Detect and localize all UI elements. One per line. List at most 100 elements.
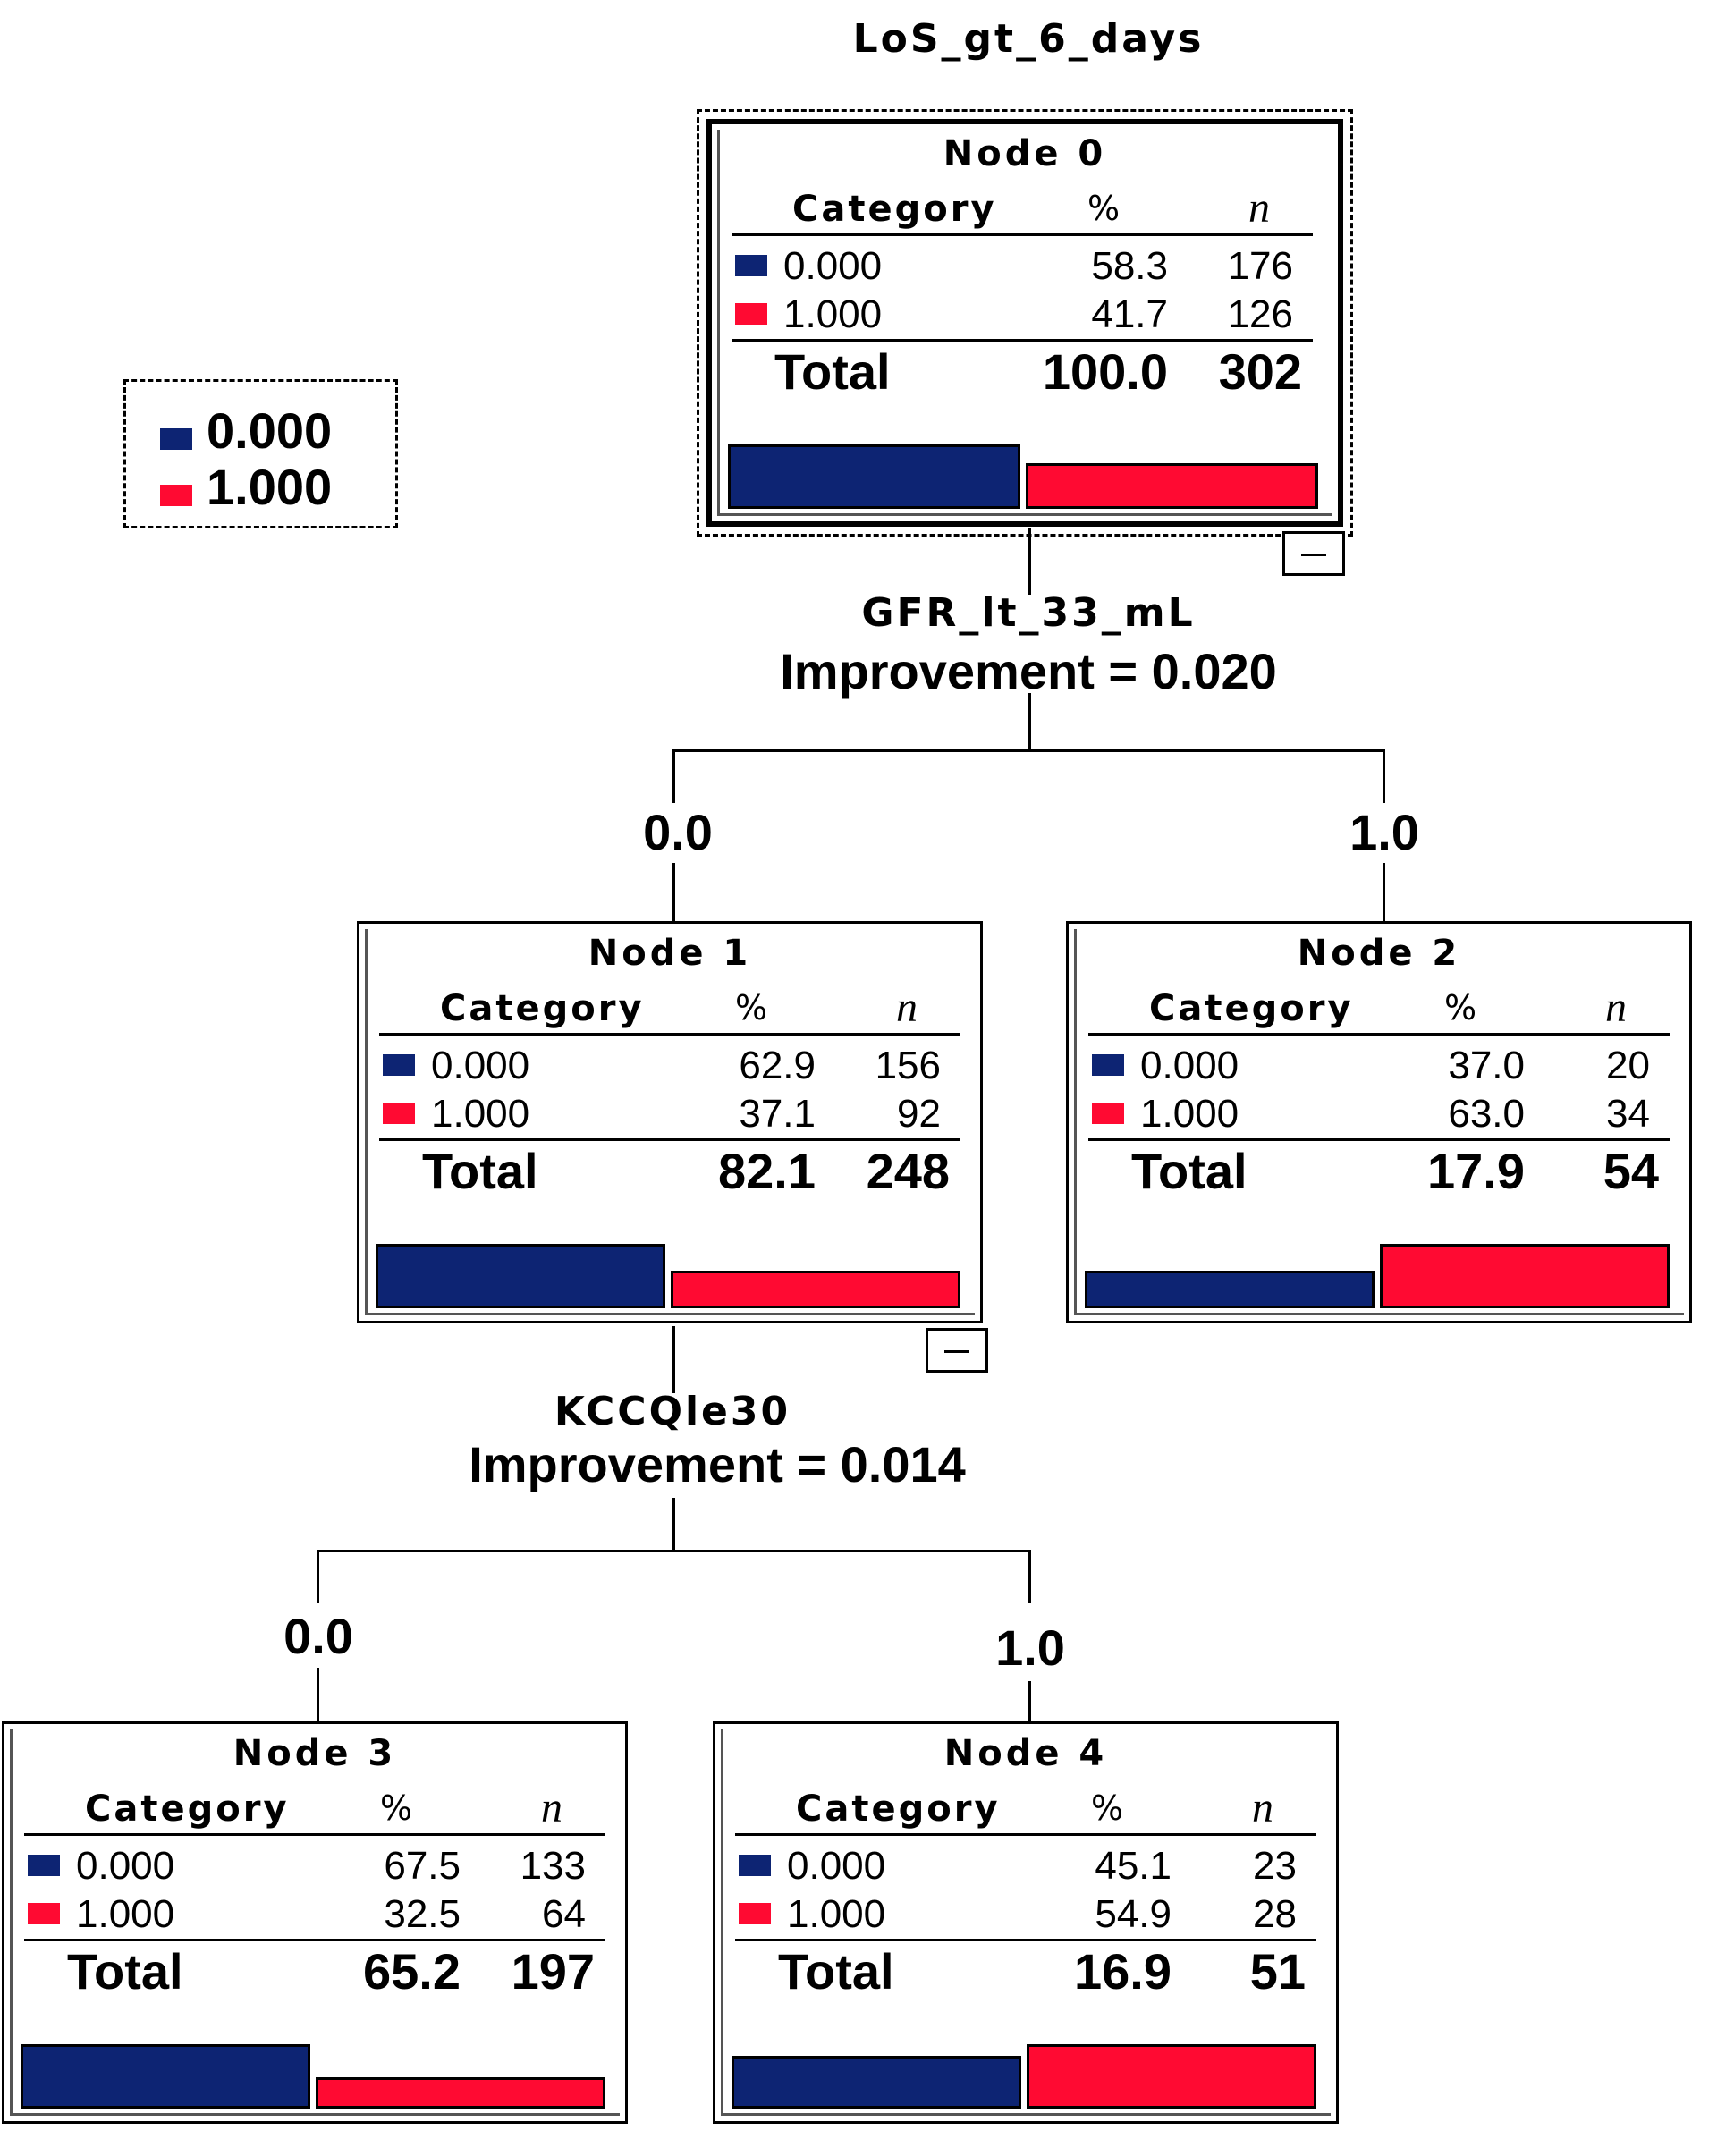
category-label: 1.000	[787, 1892, 886, 1936]
proportion-bar-1	[671, 1271, 960, 1308]
node-title: Node 4	[943, 1733, 1108, 1774]
connector	[1383, 749, 1385, 803]
header-n: n	[1248, 184, 1270, 232]
split-improvement-0: Improvement = 0.020	[780, 643, 1277, 699]
total-rule	[24, 1939, 605, 1941]
category-swatch	[28, 1903, 60, 1924]
category-n: 176	[1227, 244, 1293, 288]
proportion-bar-1	[1027, 2044, 1316, 2109]
legend-swatch-0	[160, 428, 192, 450]
connector	[1383, 863, 1385, 921]
legend-swatch-1	[160, 485, 192, 506]
category-percent: 45.1	[1095, 1844, 1172, 1888]
node-title: Node 2	[1297, 933, 1461, 974]
header-percent: %	[380, 1788, 413, 1828]
connector	[672, 1326, 675, 1393]
total-rule	[379, 1138, 960, 1141]
connector	[317, 1668, 319, 1721]
header-category: Category	[1149, 988, 1354, 1029]
category-swatch	[1092, 1103, 1124, 1124]
category-percent: 54.9	[1095, 1892, 1172, 1936]
split-variable-1: KCCQle30	[554, 1389, 791, 1434]
total-percent: 82.1	[718, 1143, 816, 1199]
split-variable-0: GFR_lt_33_mL	[861, 590, 1196, 636]
category-percent: 63.0	[1448, 1092, 1525, 1136]
category-percent: 67.5	[384, 1844, 461, 1888]
branch-label: 0.0	[283, 1608, 353, 1664]
collapse-node-1-button[interactable]	[926, 1328, 988, 1373]
category-label: 1.000	[1140, 1092, 1239, 1136]
connector	[1028, 528, 1031, 595]
category-label: 1.000	[76, 1892, 175, 1936]
category-label: 1.000	[431, 1092, 530, 1136]
header-percent: %	[1091, 1788, 1124, 1828]
header-percent: %	[1087, 189, 1121, 228]
legend: 0.000 1.000	[123, 379, 398, 528]
split-improvement-1: Improvement = 0.014	[469, 1436, 966, 1492]
total-n: 54	[1603, 1143, 1659, 1199]
category-n: 156	[875, 1044, 941, 1087]
total-percent: 100.0	[1042, 343, 1168, 400]
header-rule	[24, 1833, 605, 1836]
category-n: 64	[542, 1892, 586, 1936]
category-swatch	[383, 1103, 415, 1124]
legend-label-1: 1.000	[207, 459, 333, 515]
total-percent: 16.9	[1074, 1943, 1172, 2000]
header-rule	[732, 233, 1313, 236]
header-n: n	[896, 984, 918, 1031]
total-rule	[732, 339, 1313, 342]
total-label: Total	[67, 1943, 183, 2000]
header-percent: %	[735, 988, 768, 1027]
category-swatch	[1092, 1054, 1124, 1076]
total-percent: 65.2	[363, 1943, 461, 2000]
node-title: Node 0	[943, 133, 1107, 174]
tree-title: LoS_gt_6_days	[852, 16, 1205, 62]
total-n: 51	[1249, 1943, 1306, 2000]
branch-label: 1.0	[1349, 804, 1419, 860]
connector	[672, 1498, 675, 1551]
header-percent: %	[1444, 988, 1477, 1027]
total-percent: 17.9	[1427, 1143, 1525, 1199]
total-label: Total	[1131, 1143, 1248, 1199]
category-label: 0.000	[1140, 1044, 1239, 1087]
category-n: 92	[897, 1092, 941, 1136]
category-swatch	[383, 1054, 415, 1076]
category-swatch	[735, 255, 767, 276]
category-swatch	[28, 1855, 60, 1876]
total-label: Total	[774, 343, 891, 400]
total-label: Total	[778, 1943, 894, 2000]
category-percent: 58.3	[1091, 244, 1168, 288]
category-label: 0.000	[431, 1044, 530, 1087]
header-rule	[735, 1833, 1316, 1836]
proportion-bar-1	[316, 2077, 605, 2109]
total-label: Total	[422, 1143, 538, 1199]
proportion-bar-1	[1380, 1244, 1670, 1308]
category-n: 28	[1253, 1892, 1297, 1936]
category-n: 34	[1606, 1092, 1650, 1136]
node-title: Node 3	[233, 1733, 397, 1774]
total-n: 302	[1218, 343, 1302, 400]
header-category: Category	[440, 988, 645, 1029]
connector	[1028, 1681, 1031, 1721]
branch-label: 0.0	[643, 804, 713, 860]
total-n: 197	[511, 1943, 595, 2000]
category-swatch	[739, 1903, 771, 1924]
proportion-bar-0	[376, 1244, 665, 1308]
category-swatch	[739, 1855, 771, 1876]
connector	[672, 749, 675, 803]
collapse-node-0-button[interactable]	[1282, 531, 1345, 576]
proportion-bar-0	[1085, 1271, 1375, 1308]
header-rule	[379, 1033, 960, 1036]
header-n: n	[1252, 1784, 1273, 1831]
category-n: 133	[520, 1844, 586, 1888]
connector	[1028, 693, 1031, 751]
category-label: 0.000	[76, 1844, 175, 1888]
category-percent: 41.7	[1091, 292, 1168, 336]
total-n: 248	[866, 1143, 950, 1199]
connector	[672, 749, 1384, 752]
